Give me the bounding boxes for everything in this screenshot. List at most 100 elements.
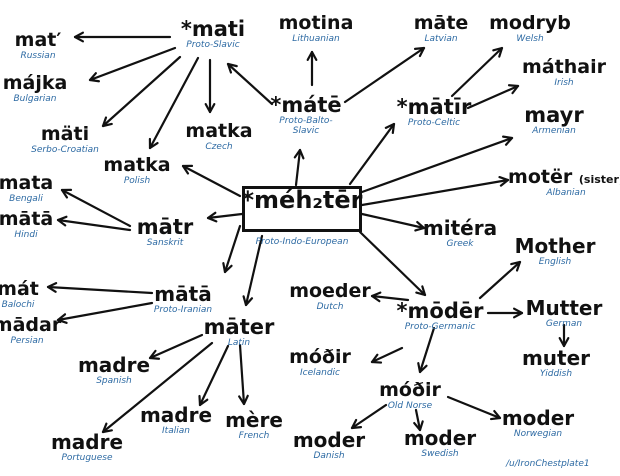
node-modhir-on: móðir Old Norse — [379, 379, 441, 411]
arrow-line — [446, 395, 502, 420]
node-mitera: mitéra Greek — [422, 216, 498, 250]
arrow-head — [198, 394, 209, 407]
arrow-line — [238, 343, 246, 406]
arrow-line — [370, 294, 410, 302]
node-mater: māter Latin — [203, 315, 275, 349]
arrow-line — [244, 234, 264, 307]
arrow-head — [350, 418, 363, 430]
arrow-head — [558, 337, 570, 348]
arrow-head — [73, 31, 84, 43]
arrow-head — [370, 291, 382, 303]
arrow-head — [242, 295, 254, 307]
arrow-head — [417, 362, 428, 374]
node-mate-lv: māte Latvian — [413, 12, 469, 44]
arrow-line — [294, 148, 302, 187]
node-madre-es: madre Spanish — [77, 353, 151, 387]
arrow-head — [507, 84, 520, 95]
node-madre-it: madre Italian — [139, 403, 213, 437]
node-word: *méh₂tēr — [241, 186, 363, 214]
arrow-head — [413, 46, 426, 58]
arrow-line — [46, 285, 154, 295]
arrow-line — [148, 333, 204, 360]
arrow-head — [60, 188, 73, 199]
node-matka-cz: matka Czech — [185, 120, 253, 152]
node-mayr: mayr Armenian — [524, 103, 584, 137]
arrow-line — [466, 84, 520, 110]
arrow-head — [414, 220, 426, 232]
arrow-line — [414, 408, 422, 432]
arrow-head — [370, 353, 383, 364]
node-matir: *mātīr Proto-Celtic — [396, 95, 472, 129]
arrow-head — [226, 62, 238, 74]
node-muter: muter Yiddish — [521, 346, 591, 380]
node-matr: mātr Sanskrit — [136, 215, 194, 249]
node-moder-sv: moder Swedish — [403, 426, 477, 460]
arrow-head — [206, 211, 218, 223]
arrow-line — [350, 403, 388, 430]
arrow-head — [415, 285, 427, 297]
arrow-line — [206, 212, 244, 220]
root-word-box — [242, 186, 362, 232]
node-motina: motina Lithuanian — [278, 12, 354, 44]
arrow-line — [198, 344, 230, 407]
arrow-line — [370, 346, 404, 364]
arrow-line — [226, 62, 274, 106]
arrow-head — [513, 307, 524, 319]
node-matka-pl: matka Polish — [103, 154, 171, 186]
arrow-line — [88, 46, 177, 82]
node-moder-da: moder Danish — [292, 428, 366, 462]
node-mere: mère French — [225, 408, 283, 442]
node-mother: Mother English — [514, 234, 596, 268]
node-mati-sc: mäti Serbo-Croatian — [31, 123, 99, 155]
arrow-head — [222, 262, 233, 274]
arrow-line — [101, 55, 182, 128]
arrow-head — [46, 282, 58, 293]
arrow-line — [56, 218, 132, 232]
arrow-line — [60, 188, 132, 228]
arrow-head — [306, 50, 318, 61]
author-credit: /u/IronChestplate1 — [506, 459, 590, 469]
arrow-line — [360, 136, 514, 194]
arrow-head — [56, 215, 68, 227]
arrow-line — [348, 122, 396, 186]
arrow-head — [384, 122, 396, 135]
node-modryb: modryb Welsh — [489, 12, 571, 44]
node-modhir-is: móðir Icelandic — [289, 346, 351, 378]
arrow-head — [238, 394, 249, 406]
arrow-line — [148, 56, 200, 150]
arrow-head — [204, 103, 216, 114]
arrow-line — [101, 341, 214, 434]
arrow-head — [293, 148, 305, 160]
node-meh2ter: *méh₂tēr — [241, 186, 363, 214]
node-madre-pt: madre Portuguese — [50, 430, 124, 464]
arrow-line — [181, 164, 242, 198]
arrow-head — [181, 164, 194, 175]
node-mata-pi: mātā Proto-Iranian — [153, 282, 213, 316]
node-mati-ps: *mati Proto-Slavic — [180, 17, 246, 51]
node-mat-ba: mát Balochi — [0, 278, 39, 310]
node-moter: motër (sister) Albanian — [508, 166, 620, 198]
arrow-line — [358, 230, 427, 297]
arrow-head — [489, 409, 502, 421]
node-moder-no: moder Norwegian — [501, 406, 575, 440]
arrow-head — [101, 422, 113, 434]
arrow-head — [492, 46, 504, 58]
arrow-line — [360, 178, 510, 207]
arrow-line — [343, 46, 426, 104]
arrow-head — [148, 137, 159, 150]
node-madar: mādar Persian — [0, 314, 62, 346]
arrow-head — [56, 313, 68, 324]
node-mata-bn: mata Bengali — [0, 172, 54, 204]
arrow-line — [450, 46, 504, 98]
arrow-head — [510, 260, 522, 272]
arrow-head — [413, 420, 424, 432]
arrow-head — [502, 135, 514, 146]
node-language: Proto-Indo-European — [255, 237, 349, 247]
node-majka: májka Bulgarian — [2, 72, 68, 104]
node-mutter: Mutter German — [525, 296, 603, 330]
arrow-line — [223, 224, 242, 274]
arrow-line — [56, 301, 154, 322]
node-moeder: moeder Dutch — [289, 280, 371, 312]
node-mathair: máthair Irish — [522, 56, 606, 88]
